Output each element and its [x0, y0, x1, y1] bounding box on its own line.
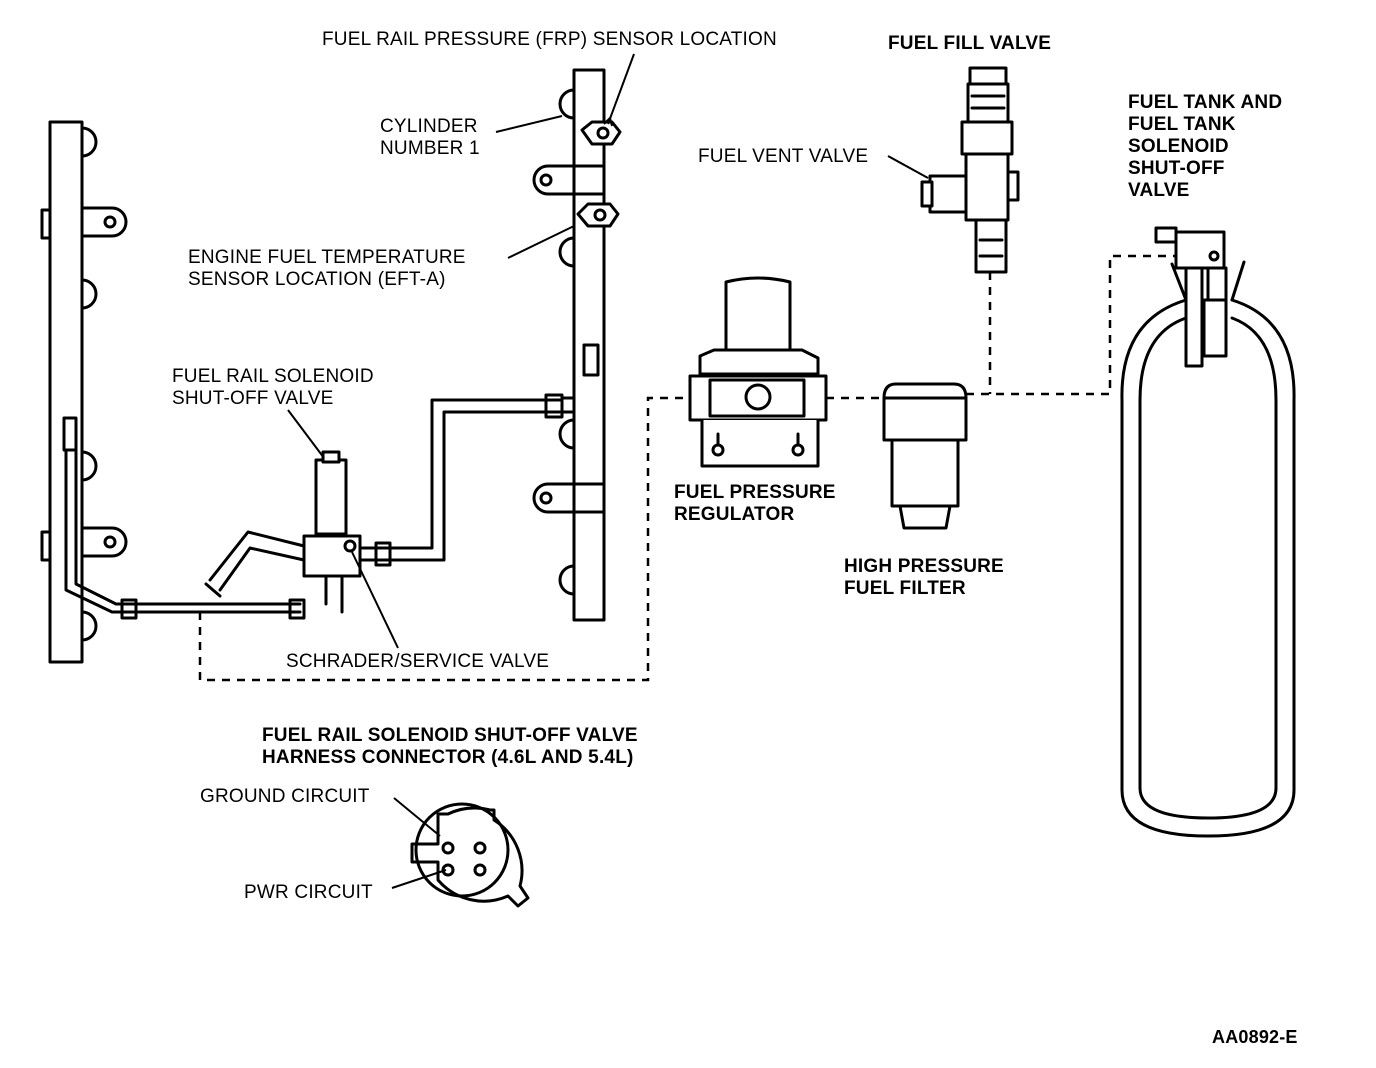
frp-sensor-label: FUEL RAIL PRESSURE (FRP) SENSOR LOCATION	[322, 29, 777, 50]
fuel-vent-valve-label: FUEL VENT VALVE	[698, 146, 869, 167]
fuel-fill-valve-label: FUEL FILL VALVE	[888, 33, 1052, 54]
ground-circuit-label: GROUND CIRCUIT	[200, 786, 370, 807]
eft-sensor-label: ENGINE FUEL TEMPERATURE SENSOR LOCATION …	[188, 247, 466, 290]
harness-connector	[410, 802, 530, 908]
fuel-filter-label: HIGH PRESSURE FUEL FILTER	[844, 556, 1004, 599]
harness-connector-title: FUEL RAIL SOLENOID SHUT-OFF VALVE HARNES…	[262, 725, 638, 768]
fuel-tank	[1120, 226, 1296, 838]
fuel-pressure-regulator	[688, 276, 828, 468]
dashed-fuel-lines	[198, 254, 1176, 682]
solenoid-valve-assembly	[204, 393, 576, 614]
schrader-valve-label: SCHRADER/SERVICE VALVE	[286, 651, 550, 672]
right-fuel-rail	[532, 68, 622, 622]
fuel-tank-label: FUEL TANK AND FUEL TANK SOLENOID SHUT-OF…	[1128, 92, 1283, 201]
figure-code: AA0892-E	[1212, 1027, 1298, 1047]
cylinder-label: CYLINDER NUMBER 1	[380, 116, 480, 159]
left-fuel-rail	[40, 120, 306, 664]
pwr-circuit-label: PWR CIRCUIT	[244, 882, 373, 903]
pressure-regulator-label: FUEL PRESSURE REGULATOR	[674, 482, 836, 525]
high-pressure-fuel-filter	[882, 382, 968, 530]
leader-lines	[287, 53, 929, 889]
rail-solenoid-label: FUEL RAIL SOLENOID SHUT-OFF VALVE	[172, 366, 374, 409]
fuel-fill-valve	[920, 66, 1020, 274]
